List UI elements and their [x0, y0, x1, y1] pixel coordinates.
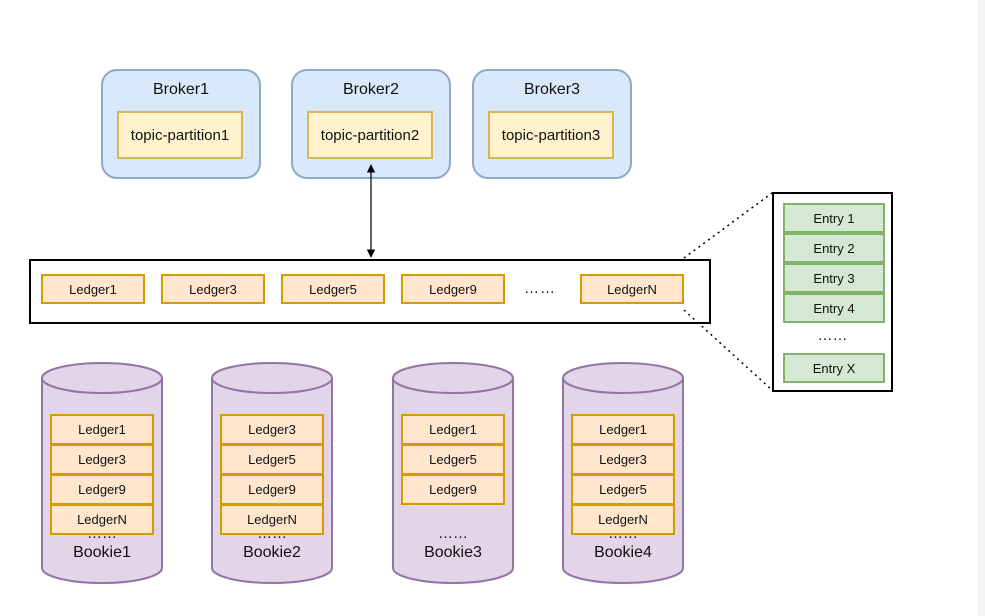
broker-2: Broker2 topic-partition2: [291, 69, 451, 179]
bookie-ledger: Ledger3: [571, 444, 675, 475]
entry-box: Entry 4: [783, 293, 885, 323]
entry-box: Entry 1: [783, 203, 885, 233]
entry-panel: Entry 1 Entry 2 Entry 3 Entry 4 …… Entry…: [772, 192, 893, 392]
bookie-ledger: Ledger1: [401, 414, 505, 445]
bookie-ledger: Ledger9: [401, 474, 505, 505]
bookie-4: Ledger1 Ledger3 Ledger5 LedgerN …… Booki…: [562, 362, 684, 584]
entry-box: Entry X: [783, 353, 885, 383]
bookie-label: Bookie2: [243, 544, 301, 561]
bookie-ellipsis: ……: [87, 525, 117, 542]
ledger-box: Ledger5: [281, 274, 385, 304]
broker-title: Broker2: [342, 81, 400, 98]
page-edge-strip: [978, 0, 985, 616]
broker-title: Broker3: [523, 81, 581, 98]
broker-1: Broker1 topic-partition1: [101, 69, 261, 179]
ledger-box: Ledger3: [161, 274, 265, 304]
topic-partition-box: topic-partition3: [488, 111, 614, 159]
bookie-label: Bookie4: [594, 544, 652, 561]
bookie-ledger: Ledger1: [571, 414, 675, 445]
bookie-3: Ledger1 Ledger5 Ledger9 …… Bookie3: [392, 362, 514, 584]
topic-partition-box: topic-partition1: [117, 111, 243, 159]
bookie-ellipsis: ……: [608, 525, 638, 542]
bookie-ledger: LedgerN: [571, 504, 675, 535]
bookie-ellipsis: ……: [438, 525, 468, 542]
bookie-ledger: Ledger9: [220, 474, 324, 505]
bookie-ellipsis: ……: [257, 525, 287, 542]
ledger-box: Ledger1: [41, 274, 145, 304]
broker-title: Broker1: [152, 81, 210, 98]
entry-box: Entry 2: [783, 233, 885, 263]
bookie-1: Ledger1 Ledger3 Ledger9 LedgerN …… Booki…: [41, 362, 163, 584]
bookie-label: Bookie1: [73, 544, 131, 561]
bookie-ledger: Ledger3: [220, 414, 324, 445]
ledger-box-n: LedgerN: [580, 274, 684, 304]
bookie-ledger: Ledger9: [50, 474, 154, 505]
bookie-ledger: Ledger1: [50, 414, 154, 445]
bookie-ledger: Ledger3: [50, 444, 154, 475]
ledger-box: Ledger9: [401, 274, 505, 304]
bookie-ledger: LedgerN: [220, 504, 324, 535]
bookie-ledger: Ledger5: [220, 444, 324, 475]
bookie-ledger: LedgerN: [50, 504, 154, 535]
zoom-line-top: [683, 192, 773, 259]
ledger-ellipsis: ……: [524, 280, 556, 297]
entry-box: Entry 3: [783, 263, 885, 293]
bookie-ledger: Ledger5: [571, 474, 675, 505]
topic-partition-box: topic-partition2: [307, 111, 433, 159]
bookie-label: Bookie3: [424, 544, 482, 561]
bookie-2: Ledger3 Ledger5 Ledger9 LedgerN …… Booki…: [211, 362, 333, 584]
entry-ellipsis: ……: [817, 327, 848, 344]
broker-3: Broker3 topic-partition3: [472, 69, 632, 179]
bookie-ledger: Ledger5: [401, 444, 505, 475]
